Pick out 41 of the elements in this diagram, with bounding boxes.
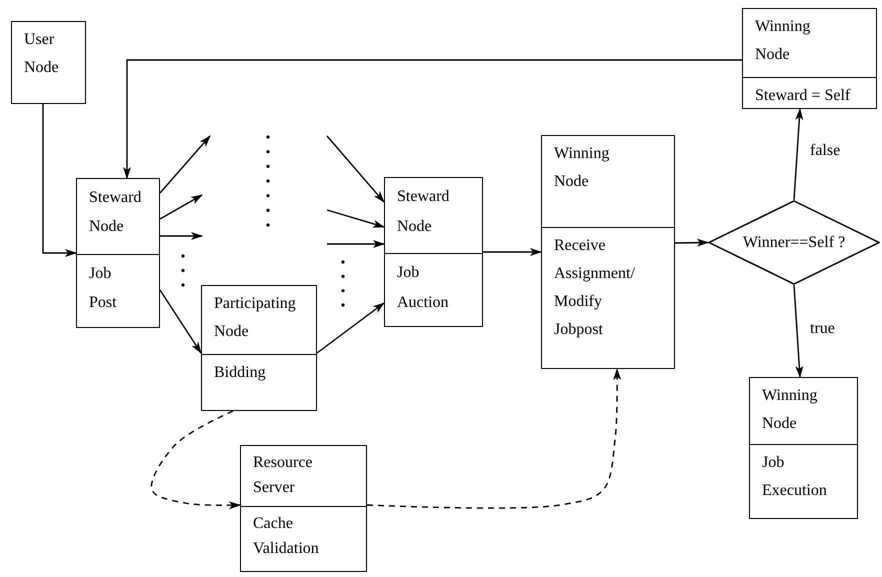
process-box — [76, 178, 160, 328]
arrow — [793, 284, 804, 378]
node-label: Winner==Self ? — [742, 232, 846, 252]
arrow — [326, 209, 385, 228]
process-box — [11, 21, 86, 104]
node-label: Winning Node — [554, 144, 610, 192]
process-box — [240, 445, 367, 572]
arrow — [793, 108, 804, 200]
node-label: Winning Node — [762, 386, 818, 434]
arrow — [159, 290, 202, 354]
arrow — [483, 248, 542, 256]
node-label: User Node — [24, 30, 59, 78]
node-label: Bidding — [214, 363, 266, 383]
arrow — [159, 135, 211, 194]
node-label: Job Auction — [397, 263, 449, 313]
arrow — [42, 104, 77, 257]
arrow — [123, 59, 742, 179]
dashed-arrow — [366, 368, 622, 509]
arrow — [316, 302, 385, 354]
decision-diamond — [708, 200, 880, 285]
node-label: Receive Assignment/ Modify Jobpost — [554, 236, 635, 340]
node-label: Winning Node — [755, 17, 810, 65]
node-label: Steward Node — [89, 188, 142, 237]
node-label: Steward Node — [397, 187, 450, 237]
arrow — [327, 240, 385, 248]
process-box — [749, 377, 858, 519]
process-box — [201, 285, 317, 411]
node-label: Job Execution — [762, 453, 827, 501]
arrow — [160, 232, 203, 240]
node-label: Participating Node — [214, 294, 296, 342]
arrow — [326, 136, 385, 203]
process-box — [742, 8, 877, 109]
node-label: Cache Validation — [253, 514, 319, 559]
node-label: Resource Server — [253, 453, 313, 498]
process-box — [384, 177, 483, 327]
arrow — [675, 238, 709, 247]
dashed-arrow — [150, 410, 241, 510]
node-label: Steward = Self — [755, 86, 850, 106]
arrow — [160, 194, 203, 220]
process-box — [541, 135, 675, 369]
node-label: Job Post — [89, 264, 117, 313]
